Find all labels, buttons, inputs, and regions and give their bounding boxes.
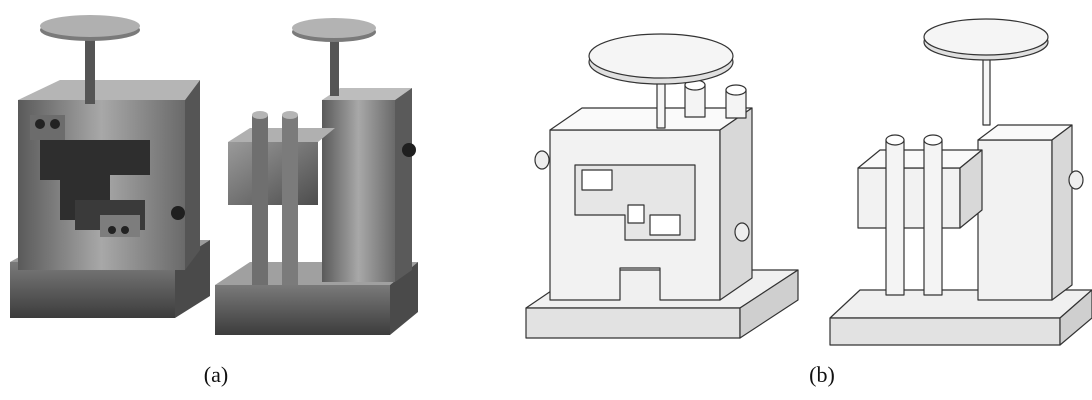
left-fixture-photo bbox=[10, 15, 210, 318]
left-fixture-cad bbox=[525, 33, 799, 339]
cad-panel-b bbox=[520, 0, 1092, 350]
photo-panel-a bbox=[0, 0, 520, 350]
right-fixture-photo bbox=[215, 18, 418, 335]
caption-a: (a) bbox=[203, 362, 229, 387]
caption-b: (b) bbox=[809, 362, 835, 387]
fixture-photos bbox=[10, 15, 418, 335]
fixture-cad-models bbox=[525, 18, 1092, 346]
right-fixture-cad bbox=[829, 18, 1092, 346]
